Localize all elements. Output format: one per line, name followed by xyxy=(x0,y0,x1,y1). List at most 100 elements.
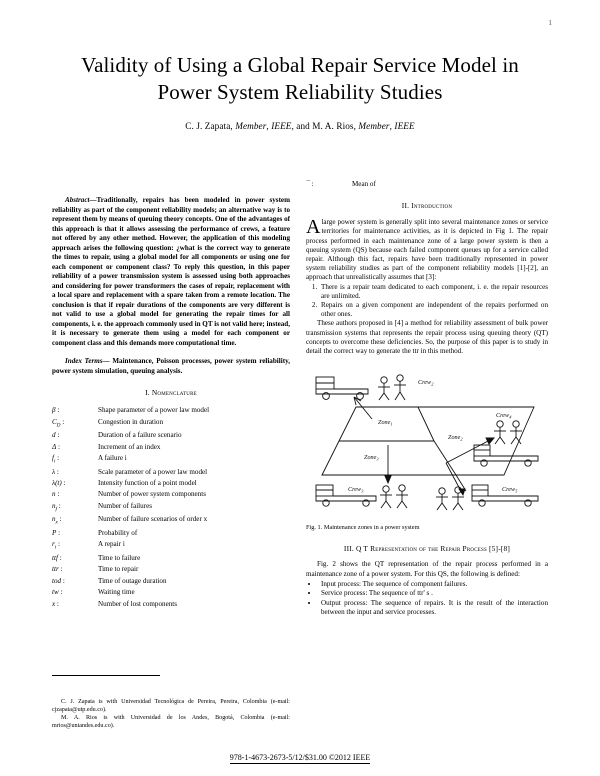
nomenclature-symbol: nf : xyxy=(52,501,61,513)
nomenclature-symbol: x : xyxy=(52,599,59,608)
nomenclature-definition: Waiting time xyxy=(98,588,135,597)
assumption-item: Repairs on a given component are indepen… xyxy=(319,301,548,319)
nomenclature-symbol: n : xyxy=(52,490,60,499)
nomenclature-definition: Time to repair xyxy=(98,565,139,574)
nomenclature-symbol: tod : xyxy=(52,576,65,585)
qs-definition-item: Input process: The sequence of component… xyxy=(319,580,548,589)
nomenclature-row: tod : Time of outage duration xyxy=(52,575,290,586)
figure-1-caption: Fig. 1. Maintenance zones in a power sys… xyxy=(306,523,420,531)
nomenclature-definition: Shape parameter of a power law model xyxy=(98,406,210,415)
zone-divider-upper xyxy=(417,407,435,442)
nomenclature-symbol: fi : xyxy=(52,454,60,465)
footnote-item: C. J. Zapata is with Universidad Tecnoló… xyxy=(52,698,290,713)
nomenclature-definition: Scale parameter of a power law model xyxy=(98,467,208,476)
nomenclature-row: CD :Congestion in duration xyxy=(52,416,290,430)
author-ieee-1: IEEE xyxy=(271,120,292,131)
nomenclature-continued-body: ¯ : Mean of xyxy=(306,178,548,189)
nomenclature-definition: Number of power system components xyxy=(98,490,206,499)
introduction-paragraph-1: A large power system is generally split … xyxy=(306,216,548,283)
title-block: Validity of Using a Global Repair Servic… xyxy=(0,0,600,131)
crew-figures-top-left xyxy=(378,374,406,401)
nomenclature-definition: Time of outage duration xyxy=(98,576,167,585)
column-right: ¯ : Mean of II. Introduction A large powe… xyxy=(306,178,548,738)
footnote-item: M. A. Rios is with Universidad de los An… xyxy=(52,714,290,729)
nomenclature-symbol: P : xyxy=(52,528,61,537)
nomenclature-definition: Intensity function of a point model xyxy=(98,479,197,488)
zone-map-outline xyxy=(321,406,535,476)
nomenclature-row: n : Number of power system components xyxy=(52,489,290,500)
truck-right xyxy=(473,444,539,468)
nomenclature-definition: Mean of xyxy=(352,179,376,188)
qs-definition-item: Output process: The sequence of repairs.… xyxy=(319,599,548,618)
truck-top-left xyxy=(315,376,369,401)
nomenclature-row: tw : Waiting time xyxy=(52,587,290,598)
zone-divider-lower xyxy=(433,441,457,476)
drop-cap-letter: A xyxy=(306,216,321,239)
nomenclature-symbol: λ : xyxy=(52,467,59,476)
nomenclature-symbol: d : xyxy=(52,431,60,440)
introduction-paragraph-2: These authors proposed in [4] a method f… xyxy=(306,319,548,356)
nomenclature-row: nf :Number of failures xyxy=(52,500,290,514)
crew-figures-bottom-left xyxy=(380,484,408,509)
nomenclature-continued-table: ¯ : Mean of xyxy=(306,178,548,189)
nomenclature-row: fi : A failure i xyxy=(52,453,290,467)
qs-definition-list: Input process: The sequence of component… xyxy=(306,580,548,617)
nomenclature-row: nx :Number of failure scenarios of order… xyxy=(52,514,290,528)
arrow-zone2-line xyxy=(445,438,493,464)
crew-label-5: Crew5 xyxy=(502,486,518,493)
nomenclature-symbol: ri : xyxy=(52,540,60,551)
section-heading-nomenclature: I. Nomenclature xyxy=(145,388,197,397)
column-left: Abstract—Traditionally, repairs has been… xyxy=(52,178,290,738)
section-heading-introduction: II. Introduction xyxy=(401,201,453,211)
abstract-paragraph: Abstract—Traditionally, repairs has been… xyxy=(52,196,290,348)
nomenclature-symbol: ttr : xyxy=(52,565,63,574)
nomenclature-row: ttf :Time to failure xyxy=(52,552,290,563)
assumption-item: There is a repair team dedicated to each… xyxy=(319,283,548,301)
author-sep-2: , xyxy=(389,120,395,131)
crew-label-2: Crew2 xyxy=(418,379,434,386)
nomenclature-symbol: λ(t) : xyxy=(52,479,66,488)
page-title: Validity of Using a Global Repair Servic… xyxy=(81,53,519,104)
nomenclature-row: P : Probability of xyxy=(52,527,290,538)
crew-label-3: Crew3 xyxy=(348,486,364,493)
author-member-1: Member xyxy=(235,120,267,131)
arrow-zone3-head xyxy=(384,475,392,485)
nomenclature-row: ttr : Time to repair xyxy=(52,564,290,575)
crew-label-4: Crew4 xyxy=(496,412,512,419)
index-terms-paragraph: Index Terms— Maintenance, Poisson proces… xyxy=(52,357,290,376)
footnote-block: C. J. Zapata is with Universidad Tecnoló… xyxy=(52,698,290,730)
nomenclature-symbol: ttf : xyxy=(52,553,62,562)
zone-label-1: Zone1 xyxy=(378,419,393,426)
nomenclature-definition: Duration of a failure scenario xyxy=(98,431,182,440)
nomenclature-definition: Number of lost components xyxy=(98,599,178,608)
index-terms-text: — Maintenance, Poisson processes, power … xyxy=(52,357,290,375)
section3-paragraph-1: Fig. 2 shows the QT representation of th… xyxy=(306,560,548,578)
page-number: 1 xyxy=(548,18,552,27)
truck-bottom-left xyxy=(315,484,377,508)
nomenclature-symbol: ¯ : xyxy=(306,179,314,188)
section-heading-qt-representation: III. Q T Representation of the Repair Pr… xyxy=(343,543,511,553)
abstract-lead: Abstract xyxy=(65,196,90,204)
author-text-1: C. J. Zapata, xyxy=(185,120,236,131)
arrow-zone1-line xyxy=(353,397,373,420)
abstract-text: —Traditionally, repairs has been modeled… xyxy=(52,196,290,347)
crew-figures-bottom-middle xyxy=(436,486,464,511)
nomenclature-definition: A failure i xyxy=(98,454,127,463)
nomenclature-symbol: tw : xyxy=(52,588,63,597)
nomenclature-definition: Probability of xyxy=(98,528,138,537)
nomenclature-symbol: β : xyxy=(52,406,60,415)
nomenclature-row: λ(t) : Intensity function of a point mode… xyxy=(52,477,290,488)
nomenclature-symbol: Δ : xyxy=(52,442,60,451)
author-line: C. J. Zapata, Member, IEEE, and M. A. Ri… xyxy=(60,121,540,131)
assumptions-list: There is a repair team dedicated to each… xyxy=(306,283,548,320)
arrow-zone2b-line xyxy=(445,463,463,494)
index-terms-lead: Index Terms xyxy=(65,357,103,365)
nomenclature-definition: Increment of an index xyxy=(98,442,161,451)
arrow-zone2-head xyxy=(485,437,495,446)
arrow-zone1-head xyxy=(353,396,362,406)
nomenclature-row: ri :A repair i xyxy=(52,539,290,553)
maintenance-zones-diagram: Zone1 Zone3 Zone2 xyxy=(315,374,539,511)
zone-label-3: Zone3 xyxy=(364,454,379,461)
truck-bottom-right xyxy=(471,484,539,508)
